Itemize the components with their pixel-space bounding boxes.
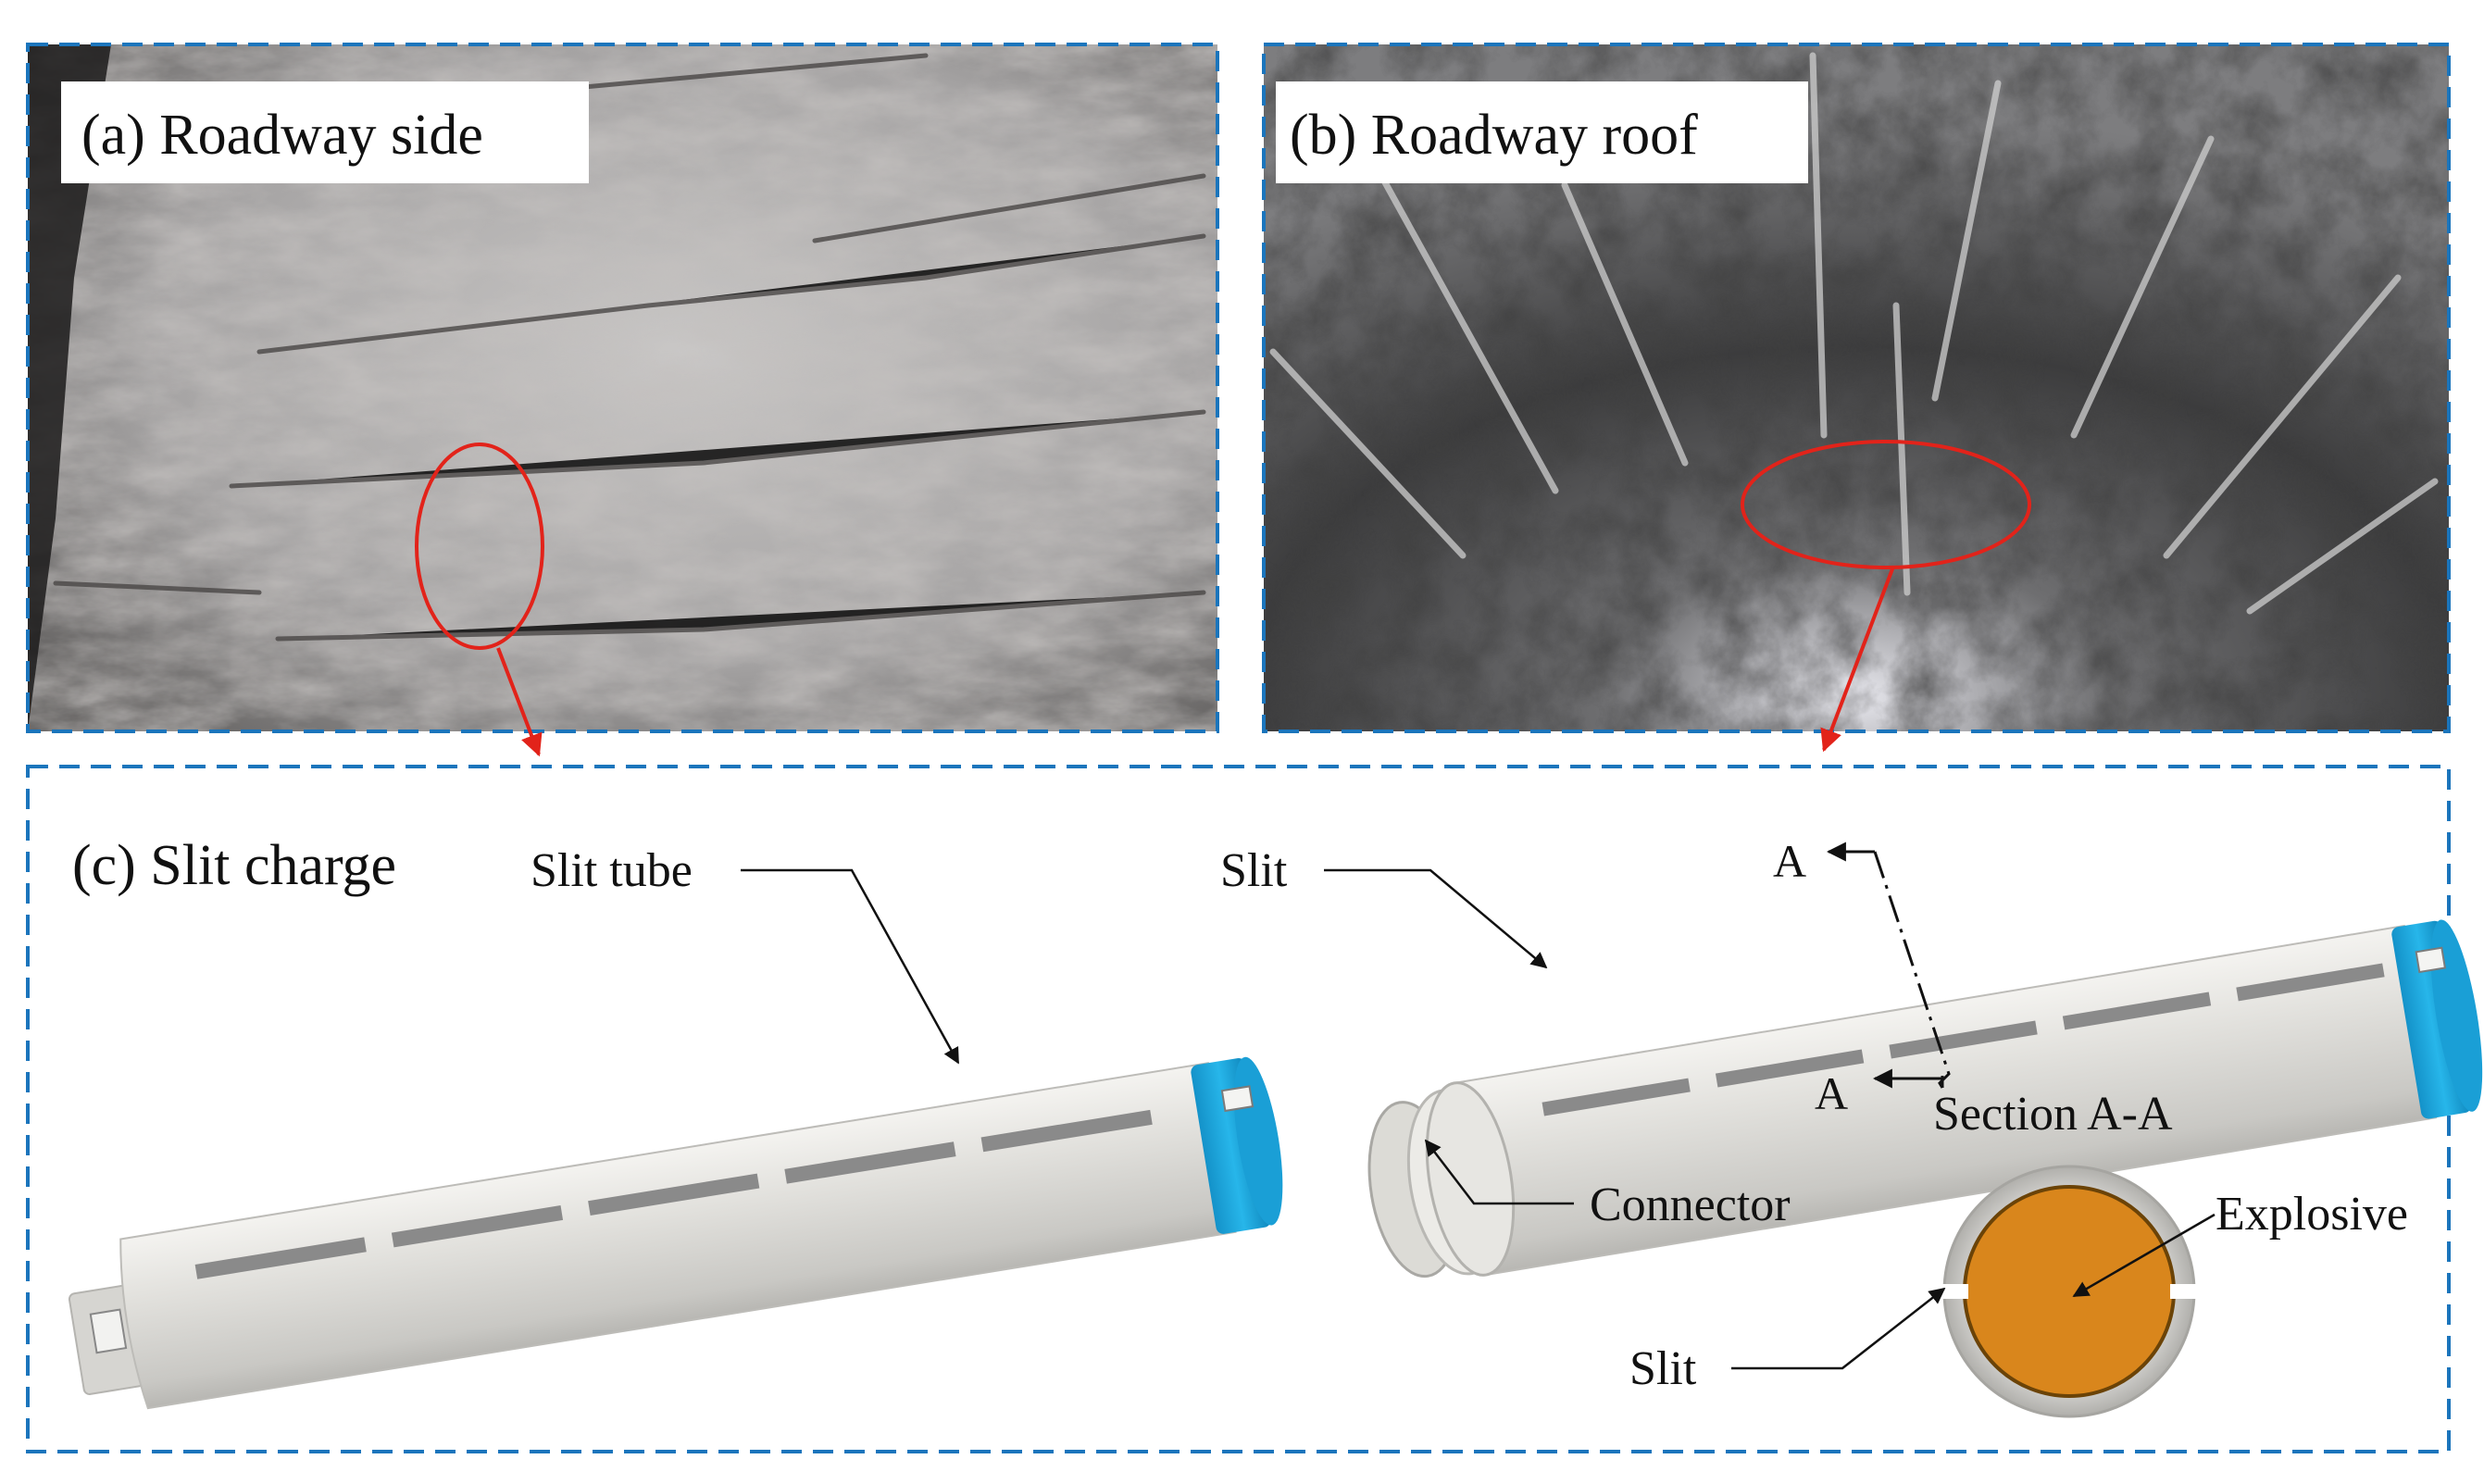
- highlight-ellipse-a: [415, 443, 544, 650]
- label-slit-top: Slit: [1220, 844, 1288, 897]
- section-explosive-core: [1963, 1185, 2176, 1398]
- label-section-title: Section A-A: [1933, 1088, 2173, 1141]
- label-explosive: Explosive: [2216, 1188, 2408, 1241]
- panel-a-caption: (a) Roadway side: [81, 104, 483, 167]
- right-tube-slots: [1542, 963, 2385, 1116]
- left-tube-slots: [194, 1109, 1153, 1279]
- panel-b-caption: (b) Roadway roof: [1290, 104, 1698, 167]
- label-slit-tube: Slit tube: [531, 844, 693, 897]
- panel-b: (b) Roadway roof: [1262, 43, 2451, 733]
- label-slit-bottom: Slit: [1629, 1342, 1697, 1395]
- red-arrow-a: [496, 647, 543, 757]
- panel-b-caption-box: [1276, 81, 1808, 183]
- panel-a-frame: [26, 43, 1219, 733]
- leader-slit-bottom: [1731, 1287, 1946, 1370]
- left-slit-tube: [68, 1056, 1283, 1410]
- panel-a: (a) Roadway side: [26, 43, 1219, 733]
- red-arrow-b: [1820, 566, 1895, 753]
- section-marker-top: A: [1773, 835, 1806, 887]
- cross-section-a-a: [1942, 1165, 2196, 1418]
- leader-connector: [1424, 1139, 1574, 1205]
- leader-explosive: [2072, 1213, 2216, 1298]
- panel-c: (c) Slit charge: [26, 765, 2483, 1453]
- right-slit-tube: [1367, 919, 2483, 1278]
- leader-slit-tube: [741, 868, 960, 1065]
- roadway-roof-photo: [1264, 44, 2449, 731]
- highlight-ellipse-b: [1741, 440, 2031, 569]
- section-line-a-a: [1826, 842, 1951, 1089]
- panel-c-caption: (c) Slit charge: [72, 834, 396, 897]
- panel-b-frame: [1262, 43, 2451, 733]
- section-marker-bottom: A: [1815, 1067, 1848, 1119]
- label-connector: Connector: [1590, 1178, 1791, 1231]
- panel-a-caption-box: [61, 81, 589, 183]
- leader-slit-top: [1324, 868, 1548, 969]
